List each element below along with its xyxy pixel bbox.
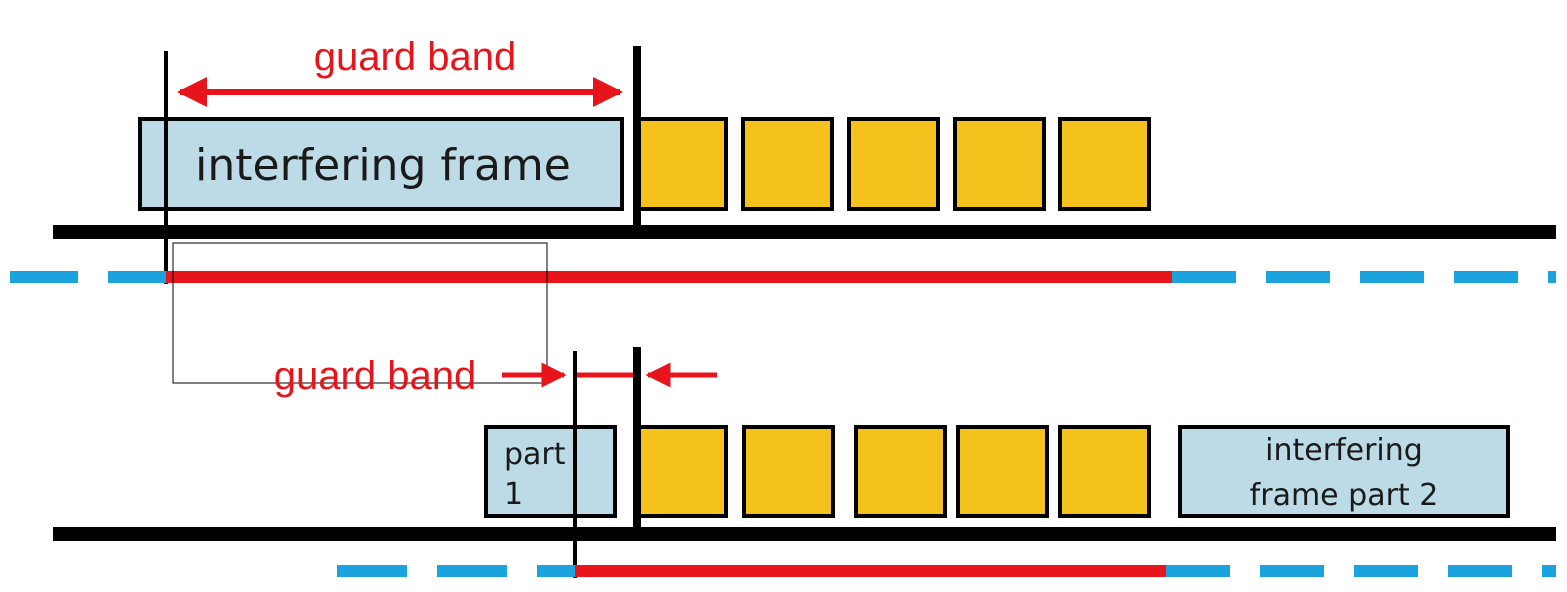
- interfering-frame-part-1: [484, 425, 617, 518]
- bottom-slot-1: [636, 425, 728, 518]
- bottom-slot-2: [742, 425, 835, 518]
- part1-label-line1: part: [504, 437, 566, 472]
- bottom-scenario: guard band part 1 interfering frame part…: [53, 347, 1556, 578]
- top-guard-band-label: guard band: [314, 35, 516, 79]
- top-interfering-frame: [138, 117, 624, 211]
- interfering-frame-part-2: [1178, 425, 1510, 518]
- top-slot-5: [1058, 117, 1151, 211]
- top-slot-1: [636, 117, 728, 211]
- part2-label-line1: interfering: [1265, 433, 1423, 468]
- top-slot-4: [953, 117, 1046, 211]
- top-slot-3: [847, 117, 940, 211]
- top-scenario: guard band interfering frame: [10, 35, 1556, 384]
- bottom-slot-4: [956, 425, 1049, 518]
- top-slots: [636, 117, 1151, 211]
- bottom-slot-5: [1058, 425, 1151, 518]
- bottom-slot-3: [854, 425, 947, 518]
- selection-box: [172, 242, 548, 384]
- part2-label-line2: frame part 2: [1250, 478, 1439, 513]
- part1-label-line2: 1: [504, 477, 523, 512]
- top-interfering-frame-label: interfering frame: [195, 140, 571, 191]
- bottom-slots: [636, 425, 1151, 518]
- bottom-guard-band-label: guard band: [274, 354, 476, 398]
- top-slot-2: [741, 117, 834, 211]
